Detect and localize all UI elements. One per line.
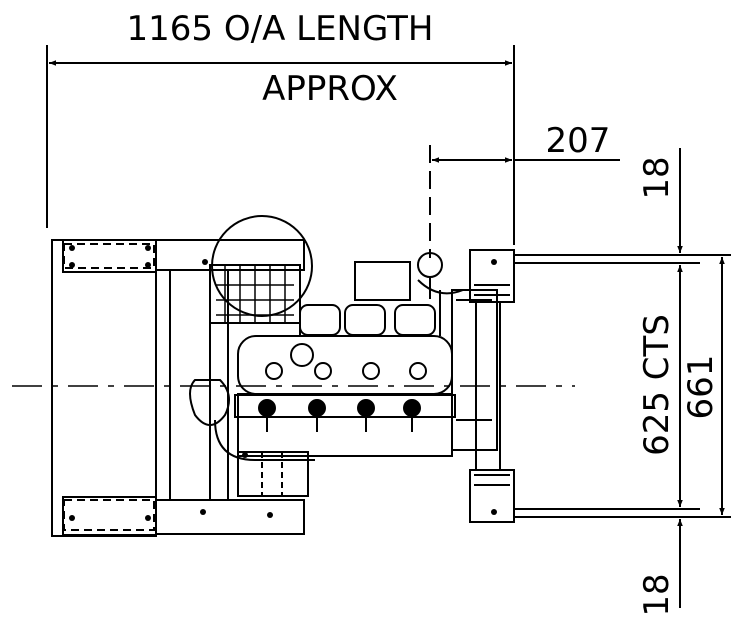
radiator-core [51,239,157,537]
coolant-pipe [214,419,315,461]
injector-2 [314,362,332,380]
glow-plug-4 [403,399,421,417]
starter-motor [237,451,309,497]
overall-length-label: 1165 O/A LENGTH [127,9,434,49]
glow-plug-2 [308,399,326,417]
mount-rail [475,301,501,471]
rocker-cover-right [394,304,436,336]
glow-plug-3 [357,399,375,417]
mount-centres-label: 625 CTS [637,314,677,456]
cylinder-injectors [258,343,427,432]
radiator-lower-bracket [63,499,155,531]
air-filter [354,261,411,301]
injector-3 [362,362,380,380]
offset-label: 207 [546,121,611,161]
injector-1 [265,362,283,380]
engine-block [189,252,498,497]
thermostat-housing [189,379,230,426]
offset-dimension [429,145,620,258]
rocker-cover-mid [344,304,386,336]
rocker-cover-left [299,304,341,336]
approx-label: APPROX [262,69,398,109]
injector-4 [409,362,427,380]
radiator-upper-bracket [63,243,155,269]
top-clearance-label: 18 [637,156,677,199]
engine-mounts [469,249,515,523]
exhaust-manifold [234,394,456,418]
overall-width-label: 661 [681,355,721,420]
bottom-clearance-label: 18 [637,573,677,616]
frame-rail-bottom [155,499,305,535]
right-dimension-lines [515,148,731,608]
flywheel-housing [451,289,498,451]
bolt-markers [69,245,497,521]
glow-plug-1 [258,399,276,417]
overall-length-dimension [46,45,515,245]
